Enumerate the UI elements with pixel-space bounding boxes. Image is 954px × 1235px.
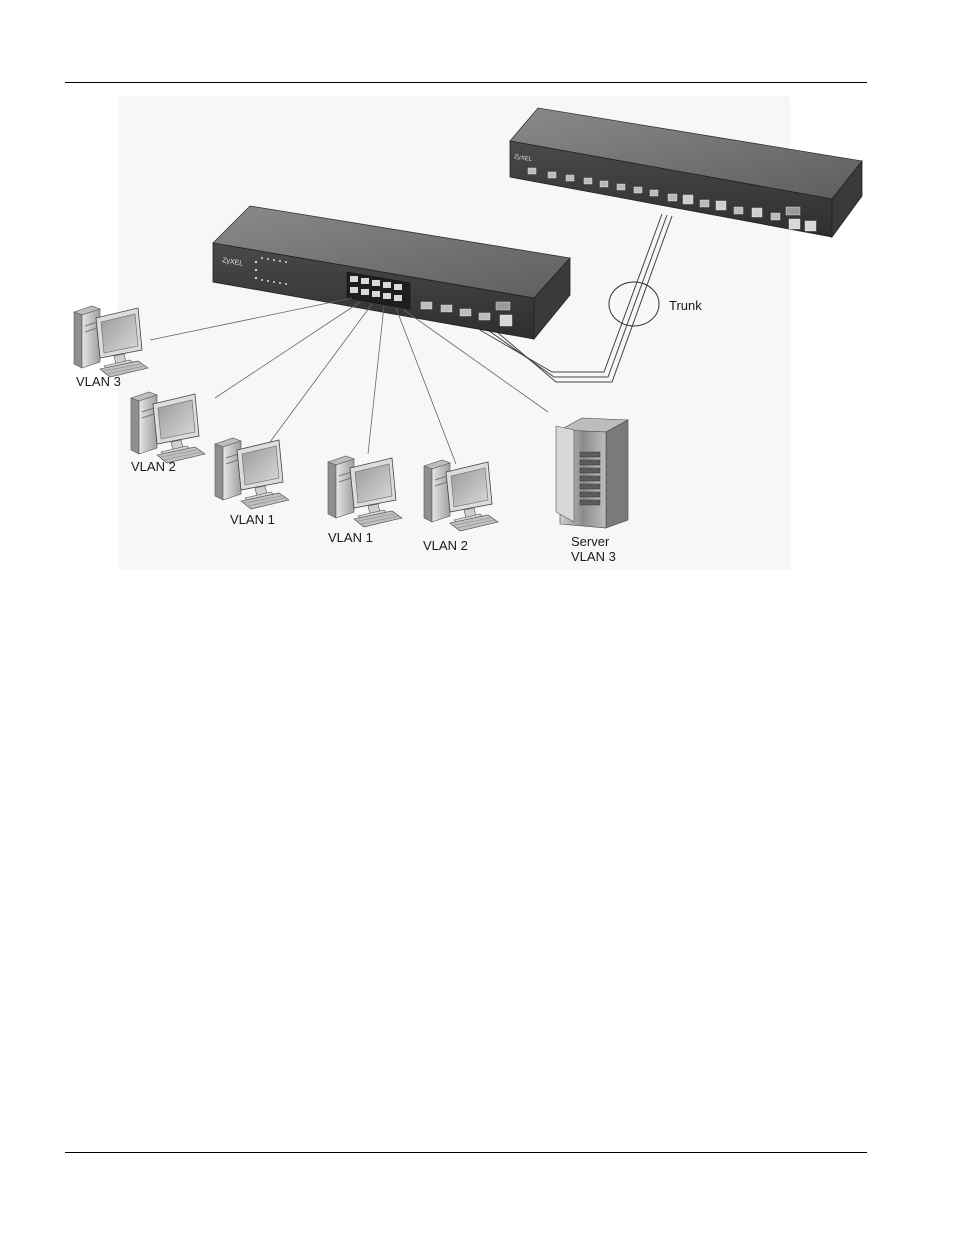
label-pc-vlan2-left: VLAN 2 bbox=[131, 459, 176, 474]
label-pc-vlan2-right: VLAN 2 bbox=[423, 538, 468, 553]
computer-vlan1-left bbox=[215, 438, 289, 509]
computer-vlan1-right bbox=[328, 456, 402, 527]
label-pc-vlan3: VLAN 3 bbox=[76, 374, 121, 389]
label-server-vlan: VLAN 3 bbox=[571, 549, 616, 564]
label-server: Server bbox=[571, 534, 609, 549]
computer-vlan3 bbox=[74, 306, 148, 377]
computer-vlan2-left bbox=[131, 392, 205, 463]
switch-2: ZyXEL bbox=[510, 108, 862, 272]
label-trunk: Trunk bbox=[669, 298, 702, 313]
computer-vlan2-right bbox=[424, 460, 498, 531]
trunk-highlight-circle bbox=[609, 282, 659, 326]
label-pc-vlan1-left: VLAN 1 bbox=[230, 512, 275, 527]
switch-1: ZyXEL bbox=[213, 206, 570, 339]
label-pc-vlan1-right: VLAN 1 bbox=[328, 530, 373, 545]
server-tower bbox=[556, 418, 628, 528]
